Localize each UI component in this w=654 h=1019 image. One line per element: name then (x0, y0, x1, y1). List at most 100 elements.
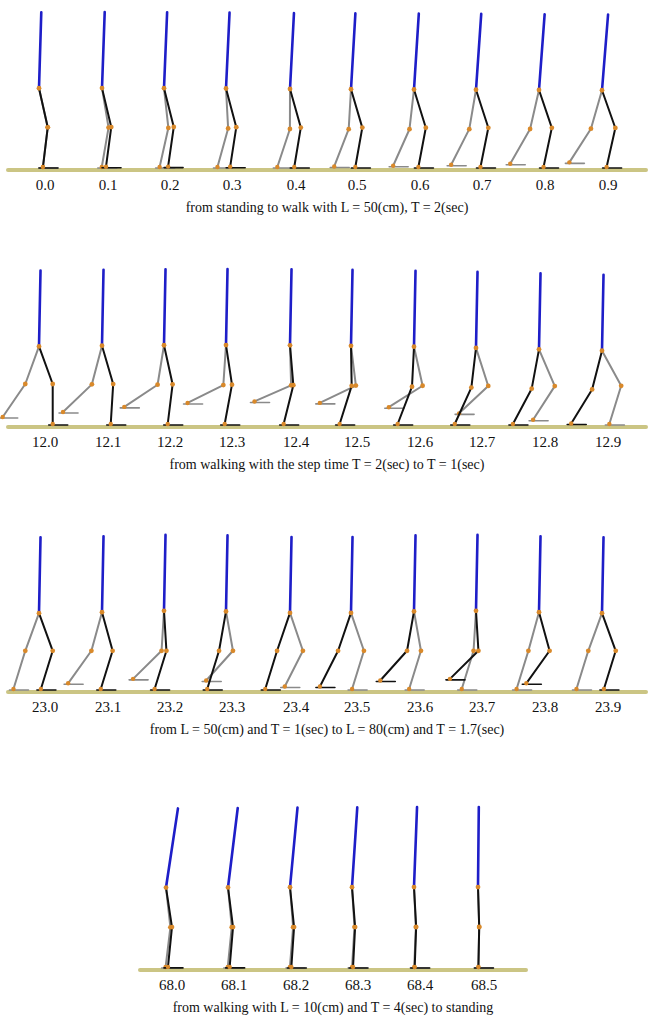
thigh-link (478, 887, 479, 927)
hip-joint (288, 87, 293, 92)
hip-joint (162, 608, 167, 613)
shank-link (340, 386, 352, 424)
thigh-link (478, 887, 479, 927)
shank-link (101, 651, 113, 689)
ankle-joint (185, 401, 189, 405)
hip-joint (100, 610, 105, 615)
thigh-link (414, 887, 416, 927)
thigh-link (352, 887, 355, 927)
thigh-link (539, 612, 550, 651)
hip-joint (412, 87, 417, 92)
thigh-link (414, 887, 416, 927)
ankle-joint (607, 422, 611, 426)
torso-link (290, 269, 292, 345)
knee-joint (528, 127, 533, 132)
sub-caption: from walking with the step time T = 2(se… (170, 457, 485, 473)
torso-link (102, 12, 105, 88)
ankle-joint (353, 165, 357, 169)
knee-joint (362, 648, 367, 653)
ground-line (8, 425, 646, 429)
shank-link (294, 128, 301, 167)
hip-joint (474, 608, 479, 613)
knee-joint (110, 648, 115, 653)
ankle-joint (152, 687, 156, 691)
shank-link (480, 128, 488, 167)
ankle-joint (514, 687, 518, 691)
shank-link (290, 927, 293, 967)
knee-joint (346, 127, 351, 132)
ankle-joint (378, 678, 382, 682)
ankle-joint (275, 165, 279, 169)
thigh-link (164, 611, 166, 651)
hip-joint (224, 609, 229, 614)
time-stamp: 68.5 (471, 977, 497, 994)
hip-joint (224, 343, 229, 348)
knee-joint (419, 648, 424, 653)
torso-link (226, 13, 230, 89)
shank-link (230, 127, 236, 167)
ankle-joint (292, 165, 296, 169)
torso-link (164, 269, 166, 345)
ankle-joint (104, 164, 108, 168)
hip-joint (100, 86, 105, 91)
knee-joint (171, 125, 176, 130)
shank-link (355, 128, 362, 167)
knee-joint (336, 648, 341, 653)
hip-joint (349, 611, 354, 616)
ankle-joint (228, 164, 232, 168)
hip-joint (600, 88, 605, 93)
shank-link (168, 927, 172, 967)
knee-joint (423, 125, 428, 130)
time-stamp: 12.0 (32, 434, 58, 451)
torso-link (290, 537, 292, 613)
knee-joint (526, 648, 531, 653)
shank-link (455, 388, 472, 424)
ankle-joint (337, 422, 341, 426)
torso-link (164, 12, 167, 88)
shank-link (513, 389, 532, 424)
thigh-link (338, 613, 351, 651)
time-stamp: 12.3 (219, 434, 245, 451)
knee-joint (410, 384, 415, 389)
knee-joint (231, 648, 236, 653)
knee-joint (486, 384, 491, 389)
ankle-joint (569, 421, 573, 425)
ankle-joint (11, 687, 15, 691)
torso-link (414, 807, 417, 887)
torso-link (476, 14, 481, 90)
hip-joint (288, 885, 293, 890)
knee-joint (477, 925, 482, 930)
shank-link (255, 385, 292, 401)
shank-link (517, 651, 529, 689)
shank-link (352, 927, 354, 967)
ankle-joint (524, 681, 528, 685)
time-stamp: 23.0 (32, 699, 58, 716)
thigh-link (349, 89, 351, 129)
sub-caption: from walking with L = 10(cm) and T = 4(s… (173, 1000, 494, 1016)
shank-link (571, 389, 592, 423)
time-stamp: 23.5 (344, 699, 370, 716)
knee-joint (353, 925, 358, 930)
ankle-joint (318, 684, 322, 688)
shank-link (569, 129, 591, 163)
ankle-joint (448, 677, 452, 681)
thigh-link (166, 888, 172, 928)
knee-joint (477, 925, 482, 930)
hip-joint (412, 609, 417, 614)
shank-link (43, 127, 48, 167)
shank-link (510, 129, 530, 164)
shank-link (285, 651, 303, 687)
torso-link (602, 275, 604, 351)
ankle-joint (281, 422, 285, 426)
ankle-joint (227, 965, 231, 969)
thigh-link (25, 613, 39, 651)
shank-link (291, 927, 294, 967)
torso-link (226, 535, 228, 611)
shank-link (207, 651, 219, 689)
sub-caption: from L = 50(cm) and T = 1(sec) to L = 80… (150, 722, 505, 738)
ankle-joint (166, 164, 170, 168)
shank-link (607, 128, 616, 167)
hip-joint (224, 86, 229, 91)
